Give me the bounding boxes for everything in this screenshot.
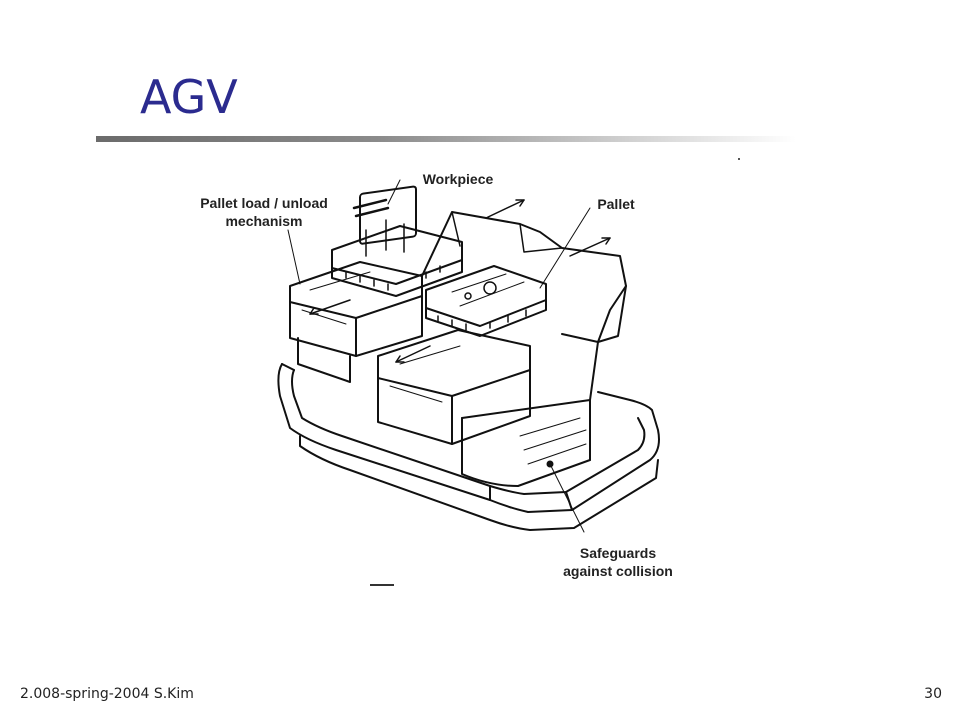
- left-shuttle-side: [355, 295, 423, 357]
- pallet-hole-a: [483, 281, 497, 295]
- right-shuttle-groove: [389, 345, 461, 403]
- right-shuttle-side: [451, 369, 531, 445]
- fixture-left-base: [331, 225, 463, 285]
- chassis-bottom: [299, 435, 659, 531]
- left-shuttle-front: [289, 301, 357, 357]
- fixture-left-front: [331, 259, 463, 297]
- label-safeguards: Safeguards against collision: [548, 544, 688, 580]
- label-pallet-mechanism-line2: mechanism: [225, 213, 303, 229]
- arrow-right-shuttle: [395, 345, 431, 363]
- title-underline: [96, 136, 796, 142]
- scan-artifact-dot: [738, 158, 740, 160]
- rear-deck-ramp: [451, 211, 563, 253]
- leader-workpiece: [387, 179, 401, 205]
- body-hatch: [519, 417, 587, 465]
- body-side: [461, 333, 599, 461]
- leader-mechanism: [287, 229, 301, 285]
- arrow-workpiece: [485, 199, 525, 219]
- label-workpiece: Workpiece: [408, 170, 508, 188]
- leader-safeguards: [549, 463, 585, 533]
- label-safeguards-line1: Safeguards: [579, 545, 657, 561]
- footer-course: 2.008-spring-2004 S.Kim: [20, 686, 194, 702]
- body-front: [461, 399, 591, 487]
- footer-page-number: 30: [924, 686, 942, 702]
- agv-diagram: [277, 179, 660, 533]
- chassis-bumper: [277, 363, 660, 513]
- right-shuttle-top: [377, 329, 531, 397]
- scan-artifact-dash: [370, 584, 394, 586]
- arrow-pallet: [569, 237, 611, 257]
- pallet-plate-front: [425, 299, 547, 337]
- label-pallet-mechanism: Pallet load / unload mechanism: [184, 194, 344, 230]
- workpiece-bolts: [352, 198, 390, 218]
- arrow-left-shuttle: [309, 299, 351, 315]
- leader-pallet: [539, 207, 591, 289]
- label-safeguards-line2: against collision: [563, 563, 673, 579]
- workpiece-block: [359, 185, 417, 245]
- label-pallet-mechanism-line1: Pallet load / unload: [200, 195, 328, 211]
- slide-title: AGV: [140, 70, 238, 124]
- pallet-hole-b: [464, 292, 472, 300]
- safeguard-sensor: [546, 460, 554, 468]
- pallet-ribs: [451, 273, 525, 307]
- rear-deck-edge: [597, 285, 627, 343]
- label-pallet: Pallet: [586, 195, 646, 213]
- label-pallet-text: Pallet: [597, 196, 635, 212]
- right-shuttle-front: [377, 377, 453, 445]
- left-shuttle-lower: [297, 337, 351, 383]
- workpiece-slots: [365, 219, 405, 257]
- fixture-left-teeth: [345, 265, 441, 291]
- pallet-teeth: [437, 309, 527, 331]
- label-workpiece-text: Workpiece: [422, 171, 494, 187]
